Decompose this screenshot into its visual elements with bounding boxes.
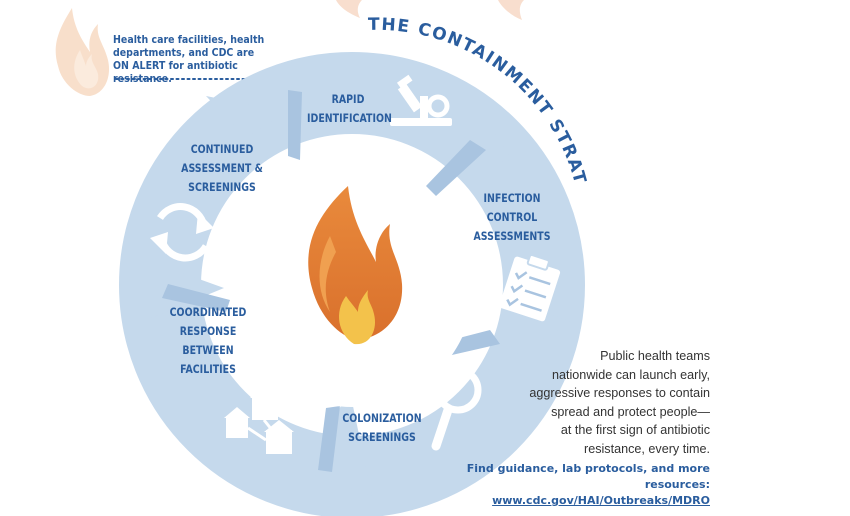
paragraph-line: aggressive responses to contain <box>529 386 710 401</box>
alert-text: Health care facilities, health departmen… <box>113 34 284 86</box>
magnifier-icon <box>431 366 482 451</box>
segment-fold <box>318 406 340 472</box>
step-line: RAPID <box>331 92 365 106</box>
resources-block: Find guidance, lab protocols, and more r… <box>420 461 710 509</box>
paragraph-line: nationwide can launch early, <box>552 367 710 382</box>
buildings-network-icon <box>224 386 294 454</box>
step-line: FACILITIES <box>180 362 236 376</box>
resources-text: Find guidance, lab protocols, and more r… <box>466 462 710 491</box>
microscope-icon <box>390 74 452 126</box>
step-line: BETWEEN <box>182 343 234 357</box>
segment-fold <box>426 140 486 196</box>
cycle-arrows-icon <box>150 203 214 262</box>
step-line: SCREENINGS <box>348 430 416 444</box>
faded-flame-decoration <box>336 0 362 18</box>
clipboard-checklist-icon <box>499 253 561 322</box>
step-label-colonization-screenings: COLONIZATION SCREENINGS <box>339 409 424 447</box>
step-line: ASSESSMENTS <box>473 229 551 243</box>
alert-line: Health care facilities, health <box>113 34 265 46</box>
step-line: RESPONSE <box>179 324 237 338</box>
paragraph-line: at the first sign of antibiotic <box>560 423 710 438</box>
step-line: CONTINUED <box>190 142 254 156</box>
step-line: SCREENINGS <box>188 180 256 194</box>
resources-link[interactable]: www.cdc.gov/HAI/Outbreaks/MDRO <box>492 494 710 507</box>
step-label-continued-assessment: CONTINUED ASSESSMENT & SCREENINGS <box>181 140 263 197</box>
public-health-paragraph: Public health teams nationwide can launc… <box>500 347 710 459</box>
step-line: COORDINATED <box>169 305 247 319</box>
step-line: COLONIZATION <box>342 411 422 425</box>
segment-fold <box>288 90 302 160</box>
cycle-arrow-head <box>206 96 286 138</box>
paragraph-line: spread and protect people— <box>551 404 710 419</box>
step-line: IDENTIFICATION <box>307 111 392 125</box>
alert-line: departments, and CDC are <box>113 47 255 59</box>
step-label-coordinated-response: COORDINATED RESPONSE BETWEEN FACILITIES <box>167 303 249 379</box>
step-line: INFECTION <box>483 191 541 205</box>
step-label-rapid-identification: RAPID IDENTIFICATION <box>307 90 392 128</box>
cycle-arrow-head <box>488 310 572 370</box>
segment-fold <box>162 284 230 312</box>
step-line: ASSESSMENT & <box>181 161 263 175</box>
alert-line: ON ALERT for antibiotic resistance. <box>113 60 238 85</box>
paragraph-line: resistance, every time. <box>584 441 710 456</box>
alert-flame-icon <box>55 8 110 96</box>
flame-icon <box>308 186 403 345</box>
step-line: CONTROL <box>486 210 538 224</box>
step-label-infection-control: INFECTION CONTROL ASSESSMENTS <box>471 189 553 246</box>
paragraph-line: Public health teams <box>600 349 710 363</box>
faded-flame-decoration <box>498 0 524 20</box>
